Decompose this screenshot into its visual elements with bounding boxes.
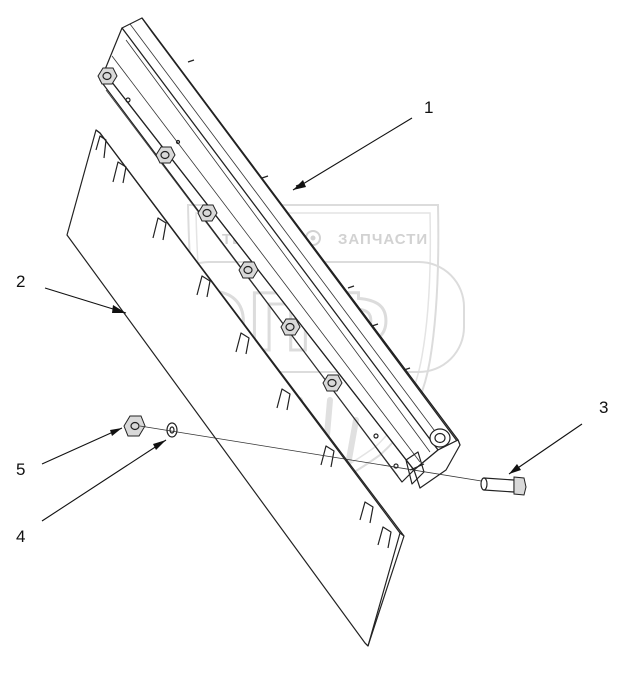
leader-4 <box>41 439 167 522</box>
blade-plate <box>66 129 405 647</box>
fastener-nut <box>123 415 146 437</box>
leader-5-arrowhead <box>110 428 122 436</box>
nut-1 <box>97 67 118 85</box>
nut-2 <box>155 146 176 164</box>
fastener-axis-line <box>139 425 501 485</box>
callout-3: 3 <box>599 398 608 417</box>
nut-4 <box>238 261 259 279</box>
callout-2: 2 <box>16 272 25 291</box>
callout-labels: 1 2 3 4 5 <box>16 98 608 546</box>
leader-3-arrowhead <box>509 464 521 474</box>
rail-nuts <box>97 67 343 392</box>
nut-3 <box>197 204 218 222</box>
fastener-bolt <box>480 476 527 496</box>
callout-leaders <box>41 117 583 522</box>
nut-6 <box>322 374 343 392</box>
leader-5 <box>41 427 123 465</box>
leader-4-arrowhead <box>153 440 166 450</box>
fastener-washer <box>166 422 178 438</box>
callout-5: 5 <box>16 460 25 479</box>
leader-1-arrowhead <box>293 180 306 190</box>
leader-2 <box>44 287 127 314</box>
watermark-text-right: ЗАПЧАСТИ <box>338 231 428 248</box>
leader-3 <box>508 423 583 475</box>
blade-tabs <box>95 135 392 549</box>
callout-4: 4 <box>16 527 25 546</box>
leader-2-arrowhead <box>112 305 126 313</box>
callout-1: 1 <box>424 98 433 117</box>
leader-1 <box>292 117 413 191</box>
nut-5 <box>280 318 301 336</box>
